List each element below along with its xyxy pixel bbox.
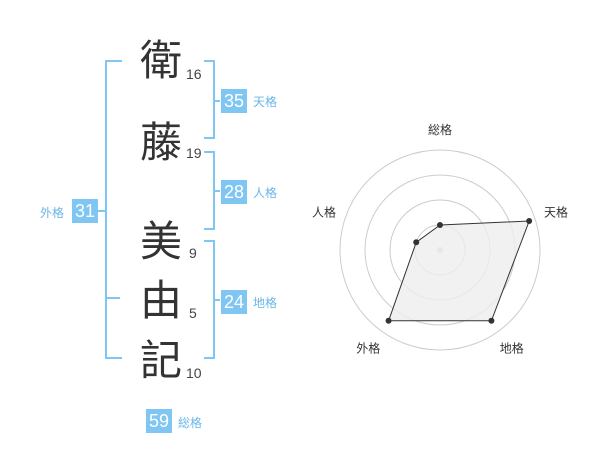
soukaku-label: 総格 xyxy=(178,416,203,430)
given-char-2: 由 xyxy=(140,276,183,325)
radar-axis-label-1: 総格 xyxy=(428,122,452,137)
surname-char-1-strokes: 16 xyxy=(186,66,202,82)
given-char-1-strokes: 9 xyxy=(189,245,197,261)
tenkaku-label: 天格 xyxy=(253,95,278,109)
given-char-2-strokes: 5 xyxy=(189,305,197,321)
radar-point-3 xyxy=(488,317,495,324)
radar-polygon xyxy=(387,220,530,322)
tenkaku-value-badge: 35 xyxy=(221,89,247,113)
given-char-3-strokes: 10 xyxy=(186,365,202,381)
surname-char-1: 衛 xyxy=(140,36,183,85)
chikaku-label: 地格 xyxy=(253,296,278,310)
radar-axis-label-2: 天格 xyxy=(544,204,568,219)
jinkaku-label: 人格 xyxy=(253,186,278,200)
chikaku-value-badge: 24 xyxy=(221,290,247,314)
surname-char-2: 藤 xyxy=(140,118,183,167)
gaikaku-bracket xyxy=(98,60,122,359)
given-char-1: 美 xyxy=(140,217,183,266)
radar-point-2 xyxy=(526,218,533,225)
radar-axis-label-4: 外格 xyxy=(356,341,380,356)
radar-point-5 xyxy=(413,239,420,246)
gaikaku-value-badge: 31 xyxy=(72,199,98,223)
given-char-3: 記 xyxy=(140,336,183,385)
soukaku-value-badge: 59 xyxy=(146,409,172,433)
surname-char-2-strokes: 19 xyxy=(186,145,202,161)
radar-point-4 xyxy=(385,317,392,324)
tenkaku-bracket xyxy=(204,60,220,139)
radar-point-1 xyxy=(437,222,443,228)
radar-ring-4 xyxy=(339,149,541,351)
radar-axis-label-3: 地格 xyxy=(500,341,524,356)
jinkaku-value-badge: 28 xyxy=(221,180,247,204)
jinkaku-bracket xyxy=(204,151,220,230)
chikaku-bracket xyxy=(204,240,220,359)
gaikaku-label: 外格 xyxy=(40,206,65,220)
radar-axis-label-5: 人格 xyxy=(312,204,336,219)
